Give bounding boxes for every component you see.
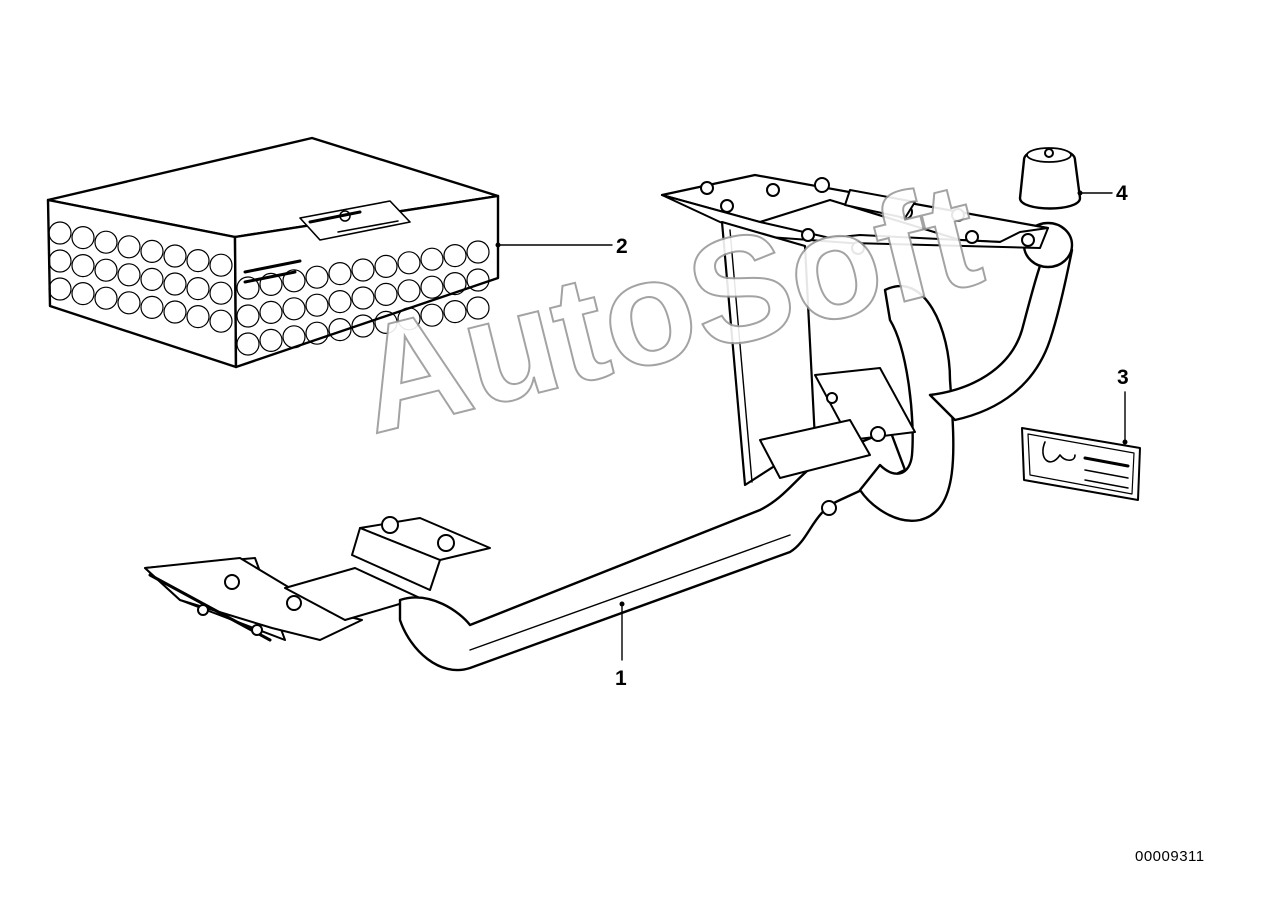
parts-kit-box (46, 136, 500, 369)
document-number: 00009311 (1135, 848, 1205, 865)
leader-lines (497, 192, 1126, 661)
callout-4: 4 (1116, 182, 1128, 205)
callout-3: 3 (1117, 366, 1129, 389)
box-pattern-side (236, 240, 490, 356)
box-pattern-front (48, 221, 233, 333)
tow-bar-plate (1021, 427, 1141, 501)
callout-1: 1 (615, 667, 627, 690)
ball-cover-cap (1018, 147, 1082, 210)
callout-2: 2 (616, 235, 628, 258)
tow-bar-assembly (144, 173, 1074, 672)
